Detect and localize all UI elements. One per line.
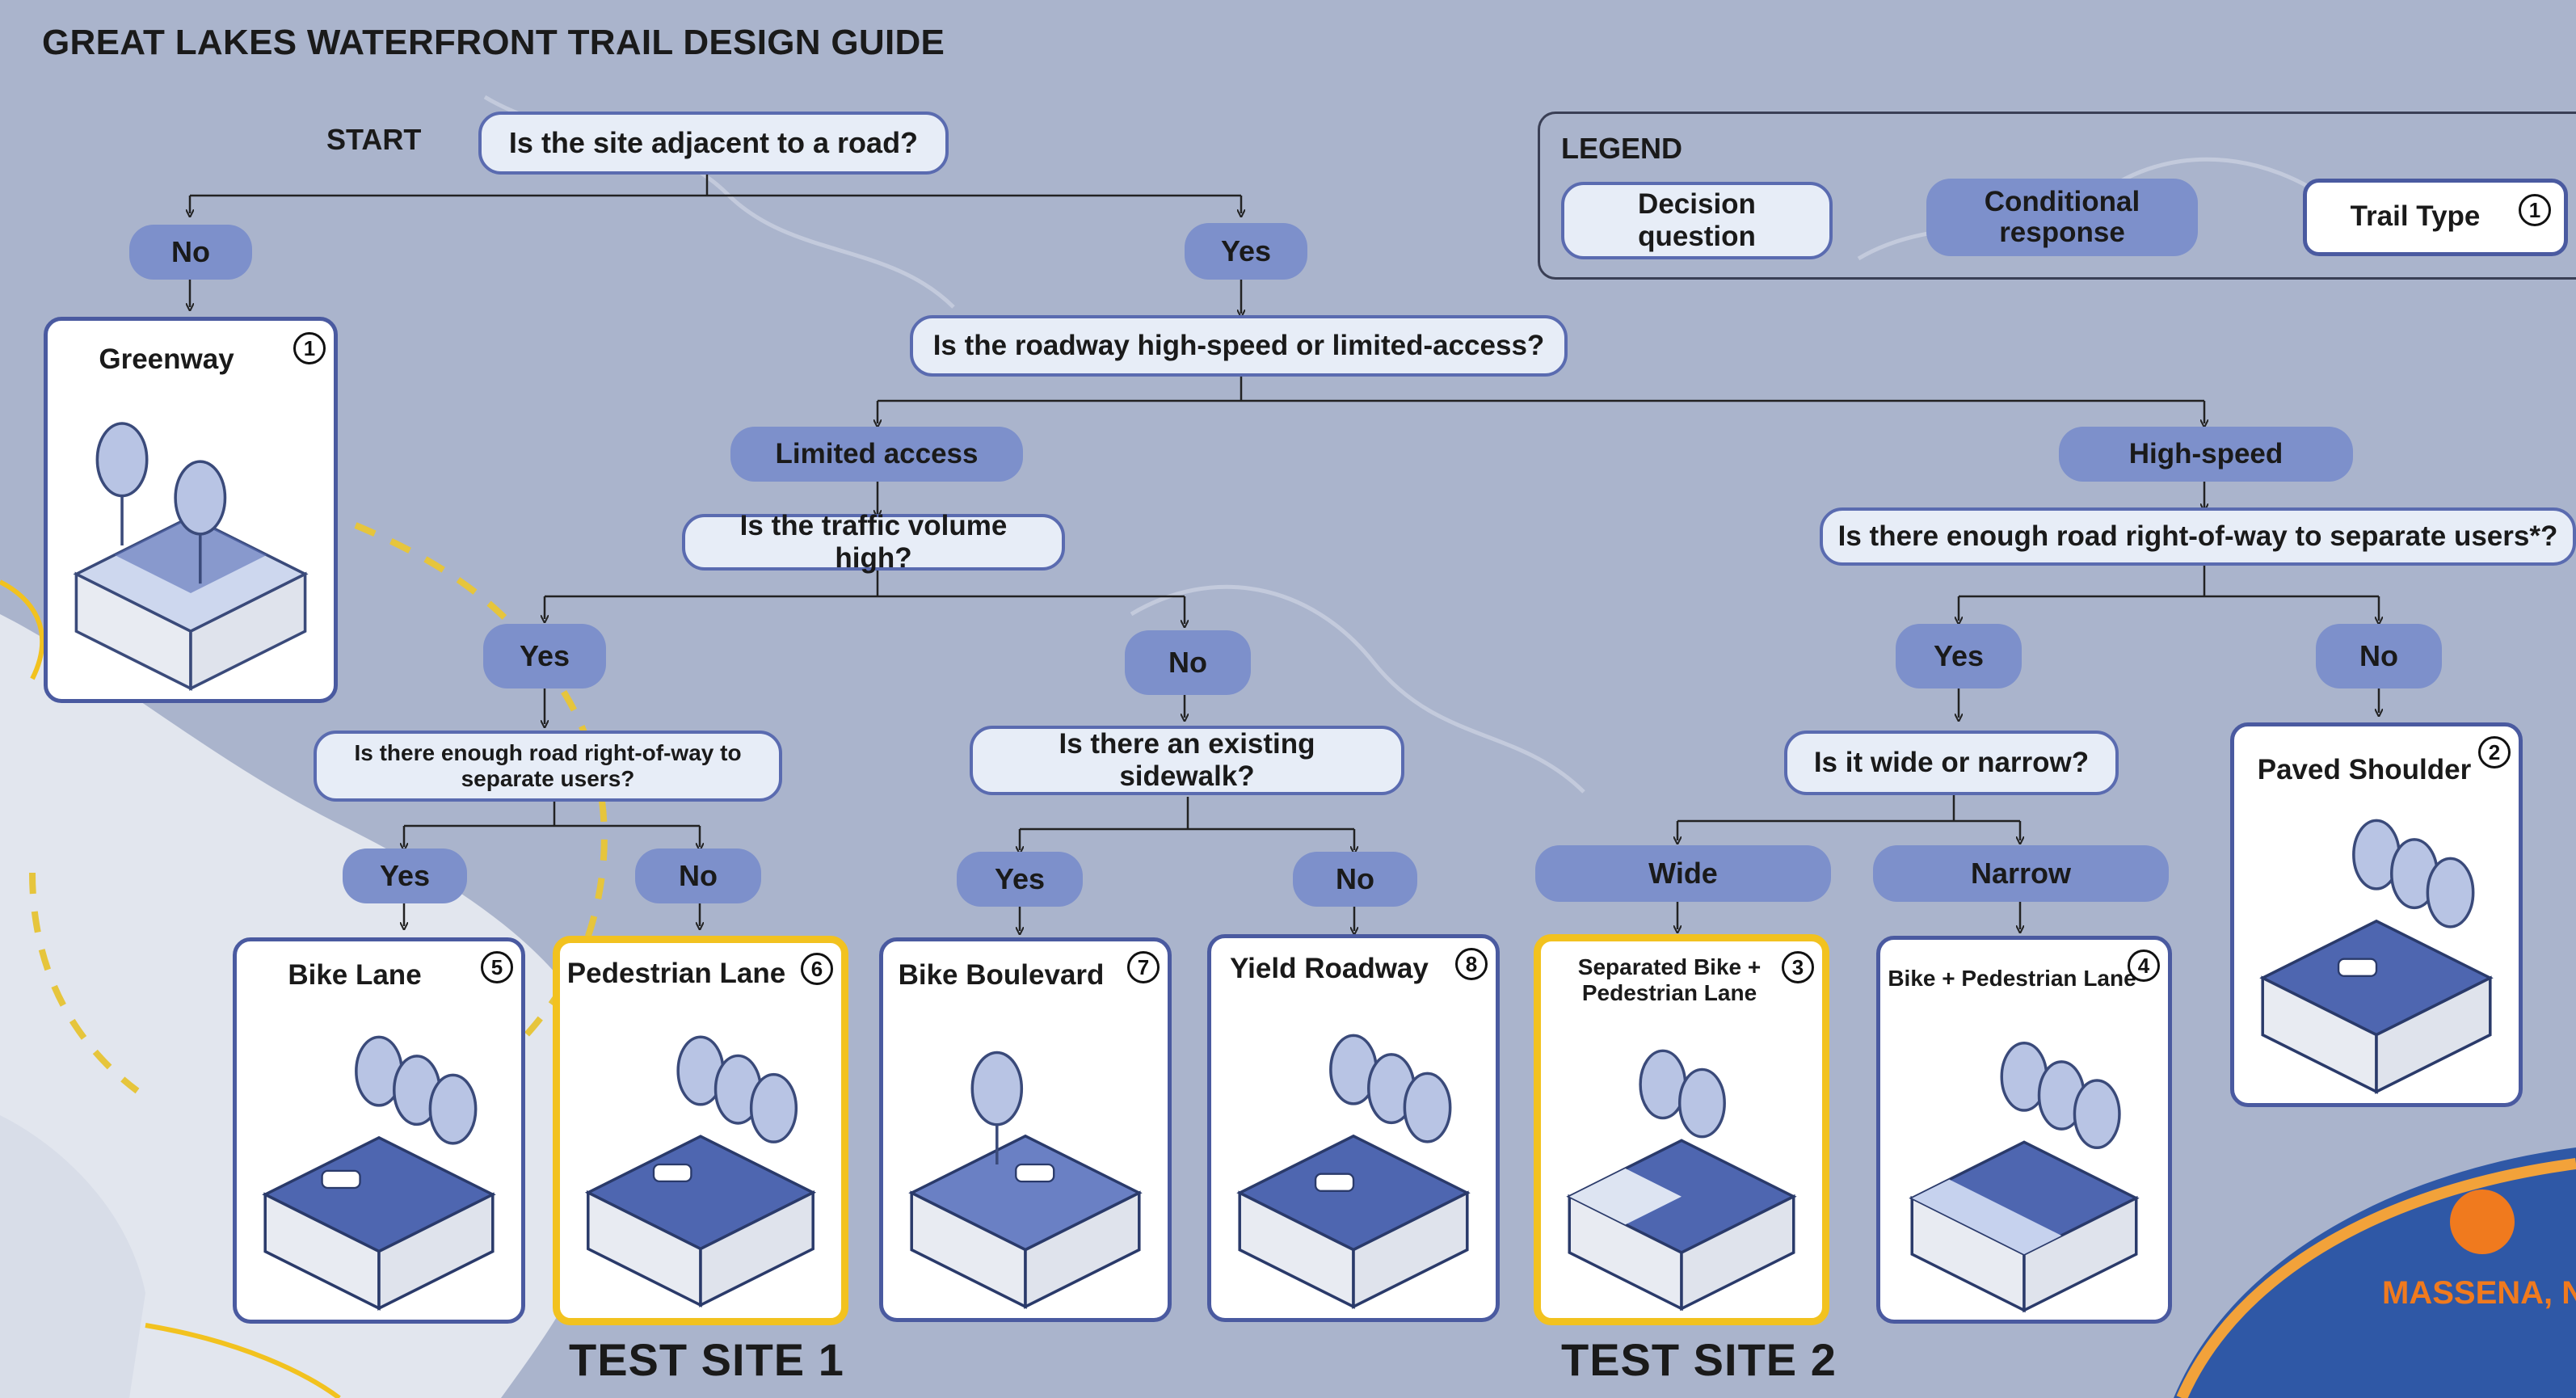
question-right-of-way-highspeed: Is there enough road right-of-way to sep… [1820, 507, 2576, 566]
response-wide: Wide [1535, 845, 1831, 902]
question-traffic-volume: Is the traffic volume high? [682, 510, 1065, 574]
card-title: Bike Boulevard [898, 959, 1105, 991]
bike-pedestrian-lane-illustration-icon [1909, 1042, 2140, 1313]
trail-number-badge: 3 [1782, 951, 1814, 983]
response-highspeed-no: No [2316, 624, 2442, 688]
card-bike-boulevard: Bike Boulevard 7 [879, 937, 1172, 1322]
response-row-no: No [635, 848, 761, 903]
response-volume-no: No [1125, 630, 1251, 695]
response-sidewalk-no: No [1293, 852, 1417, 907]
card-paved-shoulder: Paved Shoulder 2 [2230, 722, 2523, 1107]
trail-number-badge: 1 [293, 332, 326, 364]
card-yield-roadway: Yield Roadway 8 [1207, 934, 1500, 1322]
legend: LEGEND Decision question Conditional res… [1538, 112, 2576, 280]
card-title: Greenway [99, 343, 234, 375]
response-narrow: Narrow [1873, 845, 2169, 902]
card-separated-bike-pedestrian-lane: Separated Bike + Pedestrian Lane 3 [1534, 934, 1829, 1325]
bike-boulevard-illustration-icon [908, 1051, 1143, 1309]
paved-shoulder-illustration-icon [2259, 819, 2494, 1094]
question-wide-or-narrow: Is it wide or narrow? [1784, 731, 2119, 795]
separated-lane-illustration-icon [1566, 1049, 1797, 1312]
response-limited-access: Limited access [730, 427, 1023, 482]
question-right-of-way-limited: Is there enough road right-of-way to sep… [314, 731, 782, 802]
trail-number-badge: 4 [2128, 950, 2160, 982]
question-adjacent-road: Is the site adjacent to a road? [478, 112, 949, 175]
legend-conditional-response: Conditional response [1926, 179, 2198, 256]
greenway-illustration-icon [73, 422, 309, 691]
pedestrian-lane-illustration-icon [584, 1035, 817, 1307]
response-yes-road: Yes [1185, 223, 1307, 280]
question-roadway-type: Is the roadway high-speed or limited-acc… [910, 315, 1568, 377]
test-site-2-label: TEST SITE 2 [1561, 1334, 1837, 1385]
response-sidewalk-yes: Yes [957, 852, 1083, 907]
trail-number-badge: 8 [1455, 948, 1488, 980]
legend-decision-question: Decision question [1561, 182, 1833, 259]
card-title: Pedestrian Lane [566, 958, 786, 989]
card-pedestrian-lane: Pedestrian Lane 6 [553, 936, 848, 1325]
trail-number-badge: 7 [1127, 951, 1160, 983]
test-site-1-label: TEST SITE 1 [569, 1334, 844, 1385]
legend-title: LEGEND [1561, 132, 1683, 165]
trail-number-badge: 6 [801, 953, 833, 985]
card-title: Paved Shoulder [2257, 754, 2472, 785]
card-greenway: Greenway 1 [44, 317, 338, 703]
response-high-speed: High-speed [2059, 427, 2353, 482]
card-bike-lane: Bike Lane 5 [233, 937, 525, 1324]
legend-trail-type-label: Trail Type [2350, 200, 2481, 232]
card-title: Separated Bike + Pedestrian Lane [1577, 954, 1762, 1006]
page-title: GREAT LAKES WATERFRONT TRAIL DESIGN GUID… [42, 23, 945, 62]
yield-roadway-illustration-icon [1236, 1034, 1471, 1309]
card-title: Bike Lane [288, 959, 422, 991]
response-volume-yes: Yes [483, 624, 606, 688]
start-label: START [326, 123, 422, 156]
question-existing-sidewalk: Is there an existing sidewalk? [970, 726, 1404, 795]
response-highspeed-yes: Yes [1896, 624, 2022, 688]
bike-lane-illustration-icon [262, 1035, 496, 1311]
map-city-label: MASSENA, N [2382, 1275, 2576, 1311]
trail-number-badge: 2 [2478, 736, 2511, 768]
trail-number-badge: 1 [2519, 194, 2551, 226]
card-title: Yield Roadway [1230, 953, 1429, 984]
card-title: Bike + Pedestrian Lane [1888, 966, 2136, 991]
response-no-road: No [129, 225, 252, 280]
trail-number-badge: 5 [481, 951, 513, 983]
legend-trail-type: Trail Type 1 [2303, 179, 2568, 256]
response-row-yes: Yes [343, 848, 467, 903]
card-bike-pedestrian-lane: Bike + Pedestrian Lane 4 [1876, 936, 2172, 1324]
